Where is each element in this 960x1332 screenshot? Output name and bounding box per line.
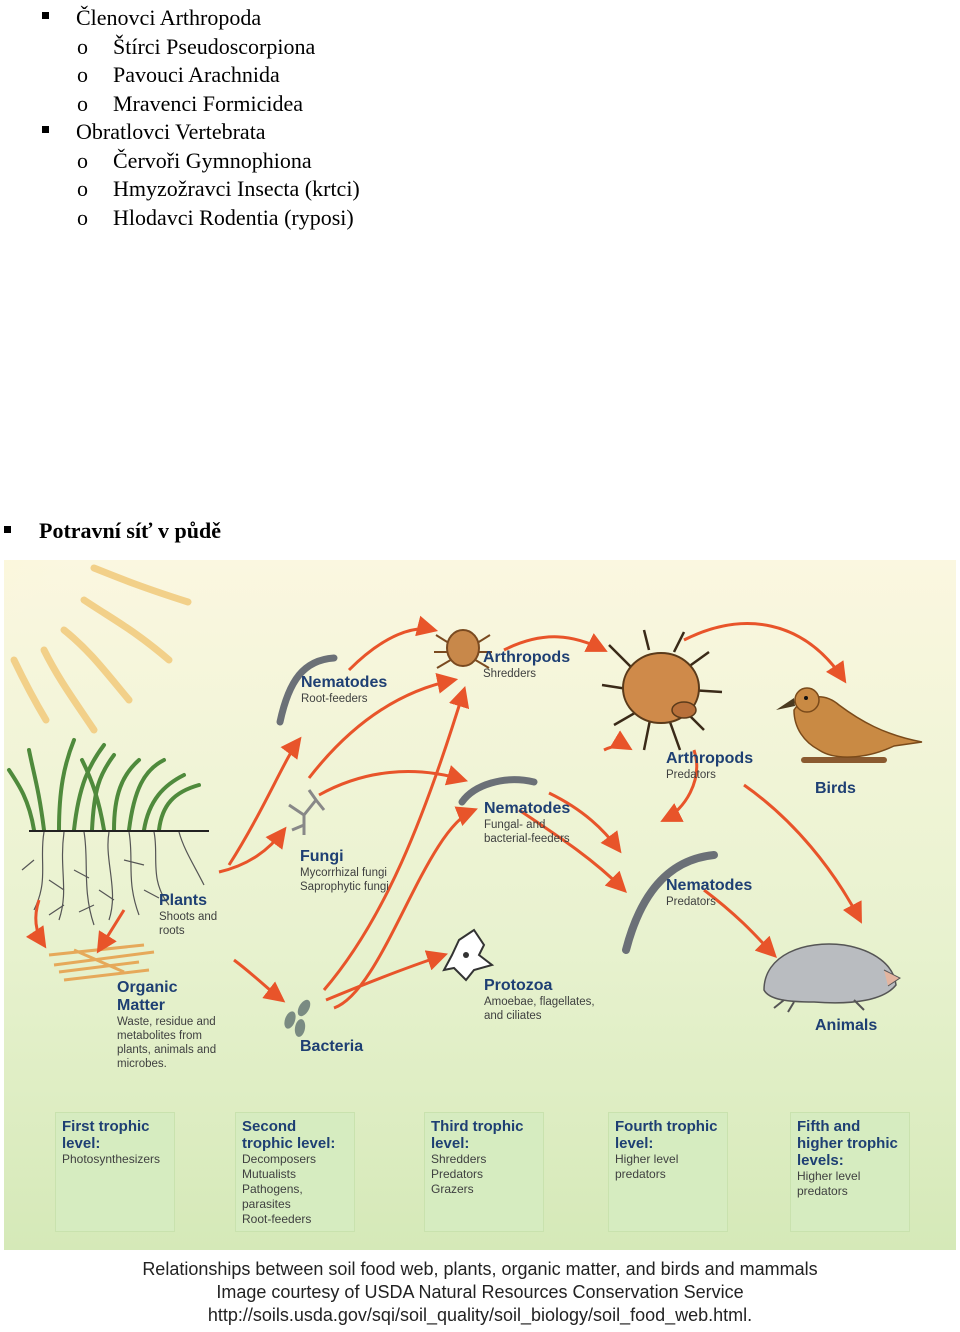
node-nematodes-root: Nematodes Root-feeders [301,674,388,705]
list-item: Obratlovci Vertebrata [76,119,266,144]
node-arthropods-predators: Arthropods Predators [666,750,754,781]
bacteria-icon [284,999,311,1037]
food-web-arrows [25,615,862,1010]
circle-bullet-icon: o [77,91,88,116]
node-plants: Plants Shoots and roots [159,892,218,937]
node-bacteria: Bacteria [300,1038,364,1055]
node-nematodes-predators: Nematodes Predators [666,877,753,908]
trophic-level-2: Second trophic level: Decomposers Mutual… [235,1112,355,1232]
list-item: Červoři Gymnophiona [113,148,312,173]
plants-icon [7,738,209,926]
arthropod-shredder-icon [434,629,492,669]
trophic-level-1: First trophic level: Photosynthesizers [55,1112,175,1232]
list-item: Členovci Arthropoda [76,5,262,30]
circle-bullet-icon: o [77,62,88,87]
circle-bullet-icon: o [77,34,88,59]
figure-source-url: http://soils.usda.gov/sqi/soil_quality/s… [207,1305,753,1325]
bird-icon [776,687,923,763]
node-fungi: Fungi Mycorrhizal fungi Saprophytic fung… [300,848,389,893]
node-animals: Animals [815,1017,878,1034]
list-item: Štírci Pseudoscorpiona [113,34,316,59]
section-heading: Potravní síť v půdě [39,518,221,543]
organic-matter-icon [48,943,155,982]
trophic-level-5: Fifth and higher trophic levels: Higher … [790,1112,910,1232]
sun-rays-icon [10,564,192,734]
trophic-level-3: Third trophic level: Shredders Predators… [424,1112,544,1232]
square-bullet-icon [42,126,49,133]
fungi-icon [288,789,326,835]
circle-bullet-icon: o [77,148,88,173]
figure-caption-line: Relationships between soil food web, pla… [142,1259,818,1279]
soil-food-web-diagram: Nematodes Root-feeders Arthropods Shredd… [4,560,956,1332]
node-arthropods-shredders: Arthropods Shredders [483,649,571,680]
node-organic-matter: Organic Matter Waste, residue and metabo… [117,979,217,1070]
node-nematodes-feeders: Nematodes Fungal- and bacterial-feeders [484,800,571,845]
figure-credit-line: Image courtesy of USDA Natural Resources… [216,1282,744,1302]
circle-bullet-icon: o [77,176,88,201]
node-protozoa: Protozoa Amoebae, flagellates, and cilia… [484,977,595,1022]
list-item: Mravenci Formicidea [113,91,303,116]
mole-icon [763,943,901,1013]
nematode-root-icon [276,654,338,726]
list-item: Pavouci Arachnida [113,62,280,87]
circle-bullet-icon: o [77,205,88,230]
square-bullet-icon [4,526,11,533]
square-bullet-icon [42,12,49,19]
nematode-predator-icon [622,851,718,954]
list-item: Hlodavci Rodentia (ryposi) [113,205,354,230]
arthropod-predator-icon [601,629,723,751]
list-item: Hmyzožravci Insecta (krtci) [113,176,360,201]
trophic-level-4: Fourth trophic level: Higher level preda… [608,1112,728,1232]
node-birds: Birds [815,780,856,797]
nematode-feeder-icon [458,776,538,806]
